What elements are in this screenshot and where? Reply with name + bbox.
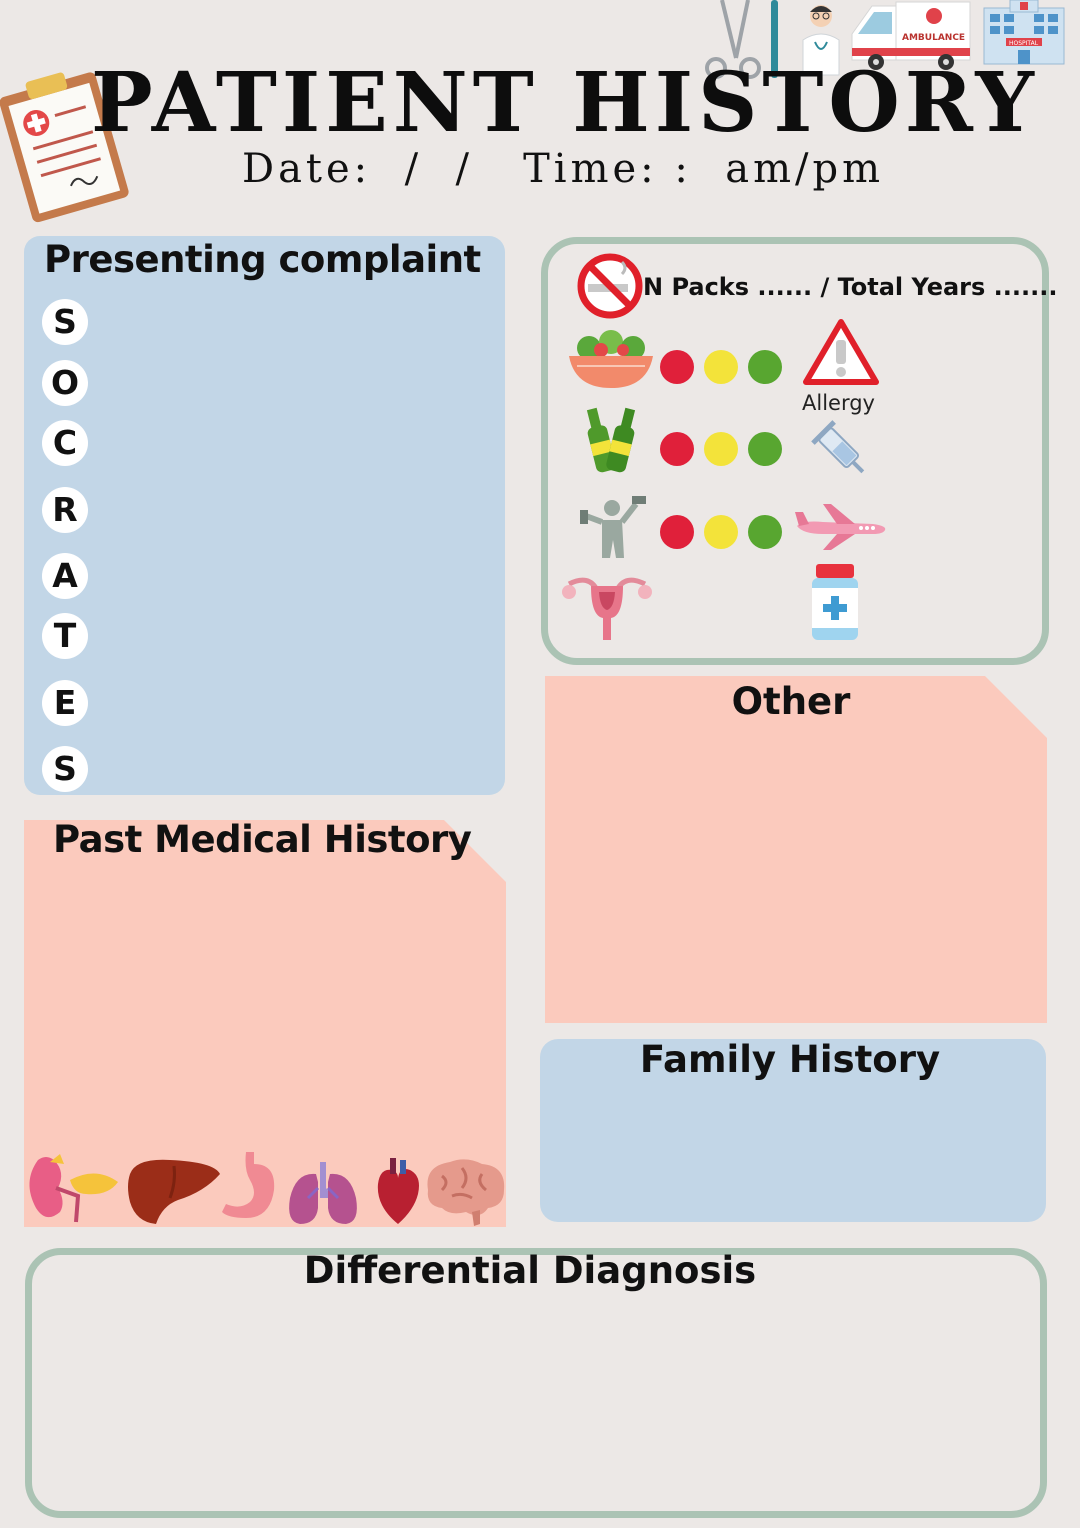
- socrates-letter-associations: A: [42, 553, 88, 599]
- differential-diagnosis-box[interactable]: [25, 1248, 1047, 1518]
- ambulance-icon: AMBULANCE: [851, 1, 971, 70]
- diet-rating-yellow[interactable]: [704, 350, 738, 384]
- socrates-letter-timing: T: [42, 613, 88, 659]
- socrates-letter-site: S: [42, 299, 88, 345]
- uterus-icon: [562, 577, 652, 640]
- doctor-icon: [802, 5, 840, 76]
- alcohol-rating-red[interactable]: [660, 432, 694, 466]
- medicine-bottle-icon: [812, 564, 858, 640]
- socrates-letter-character: C: [42, 420, 88, 466]
- liver-icon: [128, 1159, 220, 1224]
- kidney-icon: [29, 1154, 118, 1223]
- allergy-label: Allergy: [802, 391, 875, 415]
- family-history-box[interactable]: [540, 1039, 1046, 1222]
- presenting-complaint-box[interactable]: [24, 236, 505, 795]
- syringe-icon: [811, 420, 865, 474]
- no-smoking-icon: [577, 253, 643, 319]
- hospital-text: HOSPITAL: [1009, 40, 1039, 47]
- exercise-rating-yellow[interactable]: [704, 515, 738, 549]
- salad-icon: [569, 330, 653, 388]
- clipboard-icon: [0, 72, 129, 223]
- past-medical-history-title: Past Medical History: [53, 818, 472, 861]
- warning-icon: [803, 319, 879, 385]
- scissors-icon: [705, 0, 778, 79]
- past-medical-history-box[interactable]: [24, 820, 506, 1227]
- lungs-icon: [289, 1162, 357, 1224]
- differential-diagnosis-title: Differential Diagnosis: [303, 1249, 757, 1292]
- heart-icon: [377, 1158, 419, 1224]
- exercise-icon: [580, 496, 646, 558]
- socrates-letter-exacerbating: E: [42, 680, 88, 726]
- alcohol-rating-green[interactable]: [748, 432, 782, 466]
- alcohol-rating-yellow[interactable]: [704, 432, 738, 466]
- brain-icon: [427, 1159, 505, 1226]
- family-history-title: Family History: [639, 1038, 941, 1081]
- airplane-icon: [795, 504, 886, 550]
- socrates-letter-radiation: R: [42, 487, 88, 533]
- beer-bottles-icon: [586, 407, 636, 473]
- presenting-complaint-title: Presenting complaint: [44, 238, 481, 281]
- exercise-rating-green[interactable]: [748, 515, 782, 549]
- other-box[interactable]: [545, 676, 1047, 1023]
- page-title: PATIENT HISTORY: [91, 55, 1039, 151]
- hospital-icon: HOSPITAL: [983, 0, 1065, 65]
- date-time-line[interactable]: Date: / / Time: : am/pm: [242, 146, 885, 192]
- ambulance-text: AMBULANCE: [902, 33, 965, 43]
- stomach-icon: [222, 1152, 275, 1218]
- diet-rating-red[interactable]: [660, 350, 694, 384]
- diet-rating-green[interactable]: [748, 350, 782, 384]
- social-history-box[interactable]: [541, 237, 1049, 665]
- socrates-letter-onset: O: [42, 360, 88, 406]
- socrates-letter-severity: S: [42, 746, 88, 792]
- smoking-packs-label[interactable]: N Packs ...... / Total Years .......: [643, 273, 1058, 301]
- exercise-rating-red[interactable]: [660, 515, 694, 549]
- other-title: Other: [731, 680, 851, 723]
